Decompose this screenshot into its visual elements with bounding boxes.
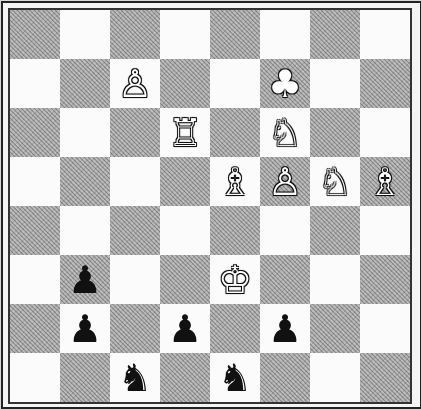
- board-border: ♙ ♣ ♖ ♘ ♗ ♙ ♘ ♗ ♟ ♔ ♟ ♟ ♟ ♞ ♞: [8, 8, 412, 404]
- square-b5[interactable]: [60, 157, 110, 206]
- black-knight-piece[interactable]: ♞: [118, 359, 152, 397]
- square-f4[interactable]: [260, 206, 310, 255]
- square-e1[interactable]: ♞: [210, 353, 260, 402]
- square-a5[interactable]: [10, 157, 60, 206]
- square-g6[interactable]: [310, 108, 360, 157]
- square-e4[interactable]: [210, 206, 260, 255]
- square-h4[interactable]: [360, 206, 410, 255]
- square-g5[interactable]: ♘: [310, 157, 360, 206]
- square-f5[interactable]: ♙: [260, 157, 310, 206]
- square-f6[interactable]: ♘: [260, 108, 310, 157]
- square-c1[interactable]: ♞: [110, 353, 160, 402]
- square-e6[interactable]: [210, 108, 260, 157]
- square-g2[interactable]: [310, 304, 360, 353]
- square-a2[interactable]: [10, 304, 60, 353]
- square-f7[interactable]: ♣: [260, 59, 310, 108]
- square-g1[interactable]: [310, 353, 360, 402]
- square-f8[interactable]: [260, 10, 310, 59]
- black-pawn-piece[interactable]: ♟: [68, 261, 102, 299]
- square-g4[interactable]: [310, 206, 360, 255]
- white-knight-piece[interactable]: ♘: [268, 114, 302, 152]
- square-c4[interactable]: [110, 206, 160, 255]
- white-pawn-piece[interactable]: ♙: [268, 163, 302, 201]
- square-a3[interactable]: [10, 255, 60, 304]
- square-b2[interactable]: ♟: [60, 304, 110, 353]
- square-d7[interactable]: [160, 59, 210, 108]
- white-bishop-piece[interactable]: ♗: [218, 163, 252, 201]
- square-d6[interactable]: ♖: [160, 108, 210, 157]
- square-b8[interactable]: [60, 10, 110, 59]
- square-e8[interactable]: [210, 10, 260, 59]
- white-king-piece[interactable]: ♔: [218, 261, 252, 299]
- square-d1[interactable]: [160, 353, 210, 402]
- square-e5[interactable]: ♗: [210, 157, 260, 206]
- chess-board: ♙ ♣ ♖ ♘ ♗ ♙ ♘ ♗ ♟ ♔ ♟ ♟ ♟ ♞ ♞: [10, 10, 410, 402]
- square-f2[interactable]: ♟: [260, 304, 310, 353]
- square-b1[interactable]: [60, 353, 110, 402]
- square-b7[interactable]: [60, 59, 110, 108]
- square-g8[interactable]: [310, 10, 360, 59]
- square-e2[interactable]: [210, 304, 260, 353]
- square-a6[interactable]: [10, 108, 60, 157]
- square-d2[interactable]: ♟: [160, 304, 210, 353]
- square-e7[interactable]: [210, 59, 260, 108]
- square-d3[interactable]: [160, 255, 210, 304]
- square-a7[interactable]: [10, 59, 60, 108]
- square-h1[interactable]: [360, 353, 410, 402]
- square-e3[interactable]: ♔: [210, 255, 260, 304]
- square-b3[interactable]: ♟: [60, 255, 110, 304]
- square-h6[interactable]: [360, 108, 410, 157]
- black-pawn-piece[interactable]: ♟: [68, 310, 102, 348]
- square-c5[interactable]: [110, 157, 160, 206]
- square-d5[interactable]: [160, 157, 210, 206]
- square-a8[interactable]: [10, 10, 60, 59]
- white-bishop-piece[interactable]: ♗: [368, 163, 402, 201]
- square-f3[interactable]: [260, 255, 310, 304]
- square-c3[interactable]: [110, 255, 160, 304]
- square-a1[interactable]: [10, 353, 60, 402]
- square-c6[interactable]: [110, 108, 160, 157]
- square-h7[interactable]: [360, 59, 410, 108]
- black-knight-piece[interactable]: ♞: [218, 359, 252, 397]
- square-h2[interactable]: [360, 304, 410, 353]
- square-b4[interactable]: [60, 206, 110, 255]
- black-pawn-piece[interactable]: ♟: [168, 310, 202, 348]
- square-g7[interactable]: [310, 59, 360, 108]
- square-a4[interactable]: [10, 206, 60, 255]
- square-c7[interactable]: ♙: [110, 59, 160, 108]
- white-pawn-piece[interactable]: ♙: [118, 65, 152, 103]
- square-c2[interactable]: [110, 304, 160, 353]
- square-h5[interactable]: ♗: [360, 157, 410, 206]
- square-d8[interactable]: [160, 10, 210, 59]
- white-pawn-piece[interactable]: ♣: [268, 65, 302, 103]
- black-pawn-piece[interactable]: ♟: [268, 310, 302, 348]
- square-c8[interactable]: [110, 10, 160, 59]
- square-h3[interactable]: [360, 255, 410, 304]
- square-g3[interactable]: [310, 255, 360, 304]
- square-d4[interactable]: [160, 206, 210, 255]
- square-f1[interactable]: [260, 353, 310, 402]
- white-knight-piece[interactable]: ♘: [318, 163, 352, 201]
- square-b6[interactable]: [60, 108, 110, 157]
- square-h8[interactable]: [360, 10, 410, 59]
- white-rook-piece[interactable]: ♖: [168, 114, 202, 152]
